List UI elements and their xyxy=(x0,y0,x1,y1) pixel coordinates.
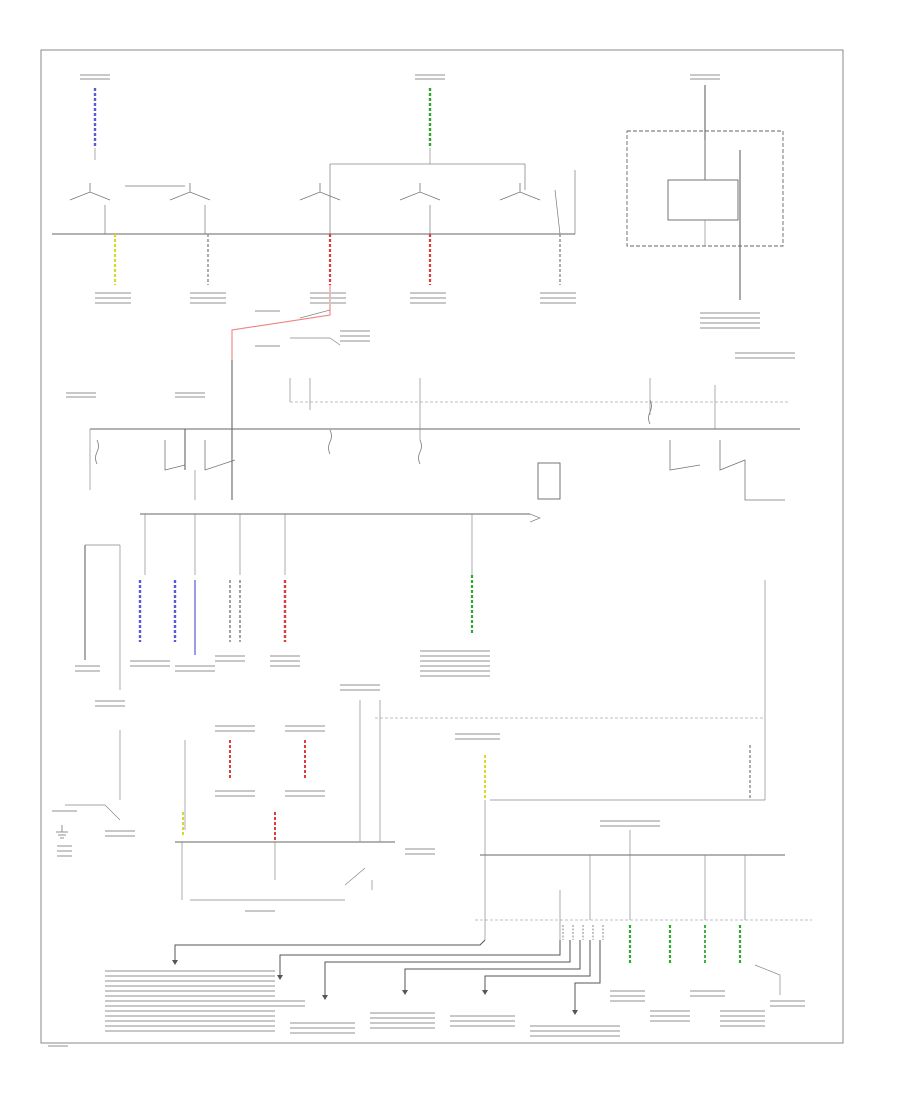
small-box-mid-right xyxy=(537,462,561,500)
switch-icon xyxy=(69,183,541,201)
ground-icon xyxy=(56,825,68,839)
relay-icon xyxy=(164,440,785,501)
fuse-icon xyxy=(95,399,652,465)
wire-pink-relay-feed xyxy=(231,285,331,360)
diagram-frame xyxy=(40,49,844,1044)
connector-icon xyxy=(172,960,578,1015)
illegible-label-marks xyxy=(48,74,805,1047)
